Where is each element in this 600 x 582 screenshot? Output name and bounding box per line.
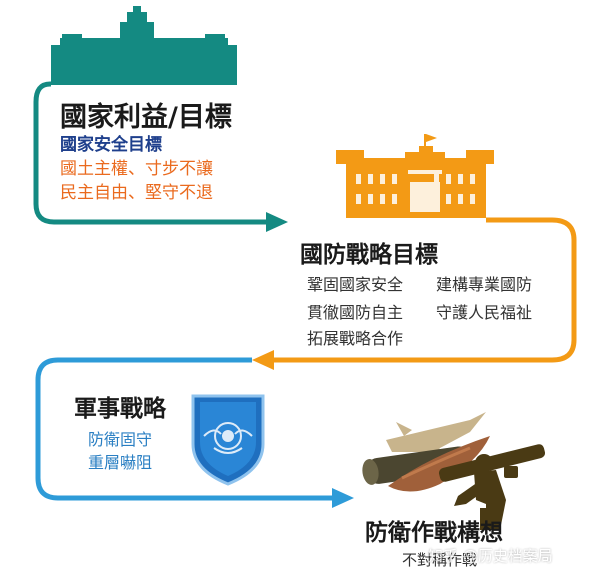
defense-strategy-item: 守護人民福祉 [436, 303, 533, 322]
sovereignty-line: 國土主權、寸步不讓 [60, 159, 213, 179]
defense-strategy-item: 鞏固國家安全 [307, 275, 404, 294]
defense-concept-title: 防衛作戰構想 [365, 520, 503, 546]
national-interest-title: 國家利益/目標 [60, 102, 232, 133]
defense-strategy-item: 拓展戰略合作 [307, 329, 404, 348]
defense-concept-subtitle: 不對稱作戰 [402, 551, 478, 569]
democracy-line: 民主自由、堅守不退 [60, 183, 213, 203]
national-security-goal: 國家安全目標 [60, 135, 162, 155]
defense-strategy-item: 貫徹國防自主 [307, 303, 404, 322]
defense-strategy-item: 建構專業國防 [436, 275, 533, 294]
watermark: 知乎 @历史档案局 [428, 547, 553, 565]
military-strategy-line: 防衛固守 [88, 430, 153, 449]
military-strategy-line: 重層嚇阻 [88, 453, 153, 472]
defense-strategy-title: 國防戰略目標 [300, 242, 438, 268]
military-strategy-title: 軍事戰略 [74, 396, 166, 422]
